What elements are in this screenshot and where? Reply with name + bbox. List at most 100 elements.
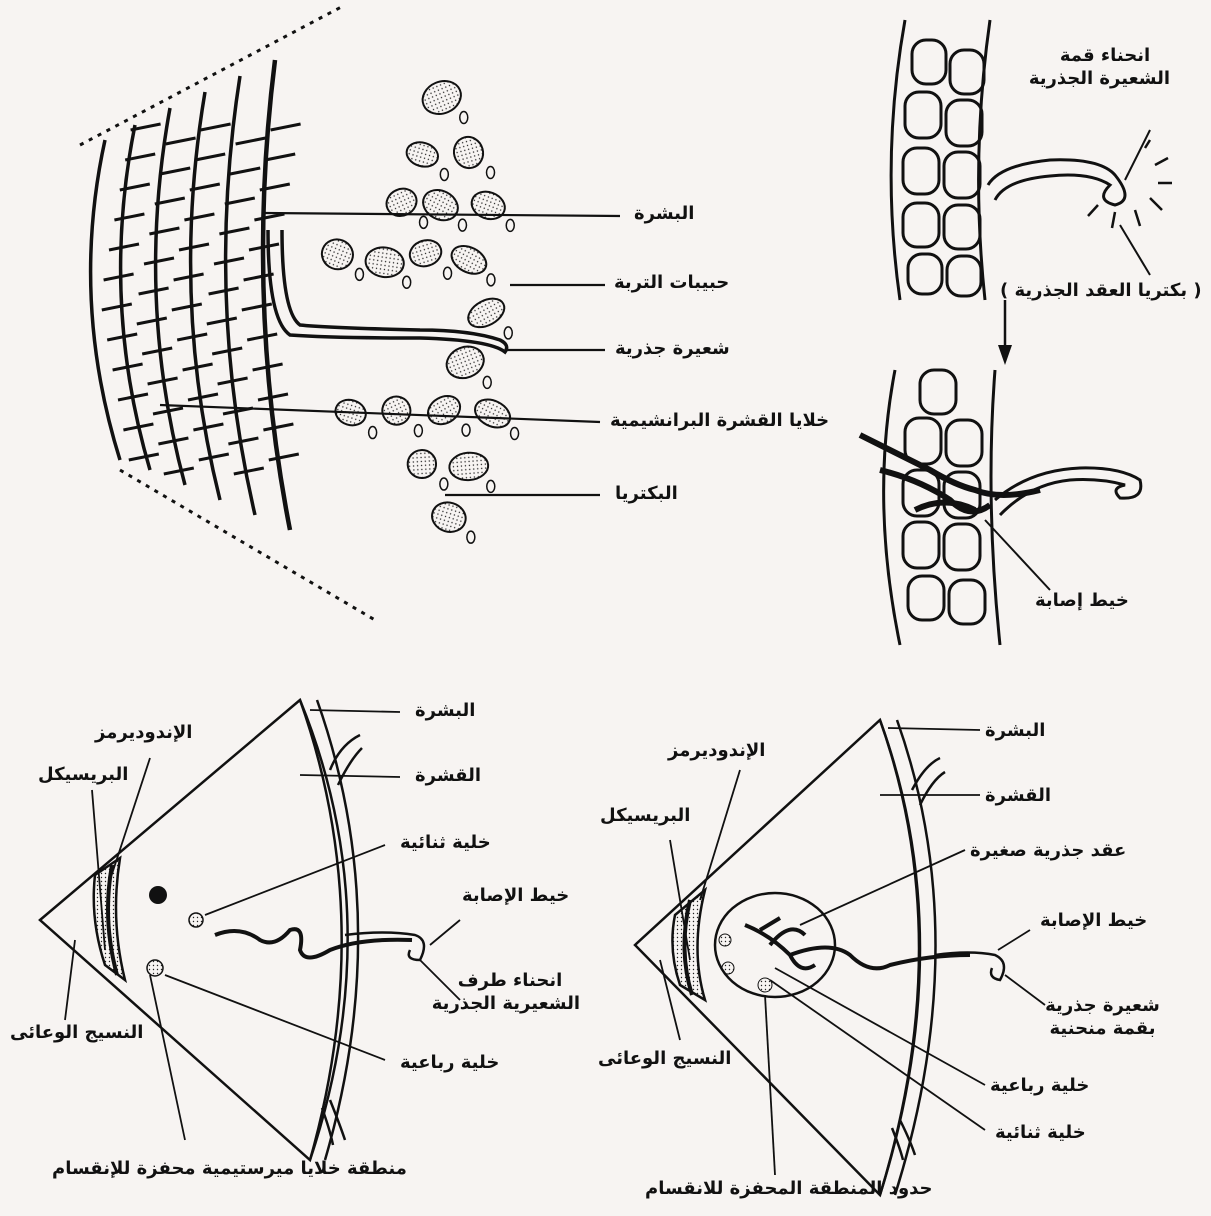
label-diploid-d: خلية ثنائية bbox=[995, 1122, 1086, 1145]
label-pericycle-d: البريسيكل bbox=[600, 805, 690, 828]
soil-particle bbox=[317, 235, 357, 274]
cell-wall bbox=[174, 274, 204, 280]
soil-particle bbox=[470, 394, 514, 433]
label-curl-b-line1: انحناء قمة bbox=[1040, 45, 1170, 68]
label-epidermis-d: البشرة bbox=[985, 720, 1045, 743]
label-curl-b: انحناء قمة الشعيرة الجذرية bbox=[1040, 45, 1170, 90]
label-epidermis-a: البشرة bbox=[634, 203, 694, 226]
bacterium bbox=[483, 376, 491, 388]
label-hair-d-line2: بقمة منحنية bbox=[1040, 1018, 1165, 1041]
cell-wall bbox=[258, 394, 288, 400]
bacterium bbox=[511, 428, 519, 440]
soil-particle bbox=[418, 75, 466, 119]
bacterium bbox=[487, 480, 495, 492]
label-vascular-d: النسيج الوعائى bbox=[598, 1048, 731, 1071]
cell-wall bbox=[201, 124, 231, 130]
bacterium bbox=[506, 219, 514, 231]
cell-wall bbox=[129, 454, 159, 460]
label-curl-c-line1: انحناء طرف bbox=[440, 970, 580, 993]
bacterium bbox=[487, 167, 495, 179]
cell-wall bbox=[242, 304, 272, 310]
label-endodermis-c: الإندوديرمز bbox=[95, 722, 192, 745]
label-tetraploid-c: خلية رباعية bbox=[400, 1052, 499, 1075]
cell-wall bbox=[139, 288, 169, 294]
bacterium bbox=[504, 327, 512, 339]
label-rhizobia: ( بكتريا العقد الجذرية ) bbox=[1000, 280, 1202, 303]
cell-wall bbox=[164, 468, 194, 474]
bacterium bbox=[460, 112, 468, 124]
label-hair-d-line1: شعيرة جذرية bbox=[1040, 995, 1165, 1018]
cell-wall bbox=[188, 394, 218, 400]
cell-wall bbox=[228, 438, 258, 444]
cell-wall bbox=[212, 348, 242, 354]
cell-wall bbox=[230, 168, 260, 174]
label-curl-c: انحناء طرف الشعيرية الجذرية bbox=[440, 970, 580, 1015]
cell-wall bbox=[209, 288, 239, 294]
cell-wall bbox=[102, 304, 132, 310]
cell-wall bbox=[271, 124, 301, 130]
label-curl-b-line2: الشعيرة الجذرية bbox=[1040, 68, 1170, 91]
cell-wall bbox=[142, 348, 172, 354]
label-vascular-c: النسيج الوعائى bbox=[10, 1022, 143, 1045]
soil-particle bbox=[468, 187, 509, 224]
bacterium bbox=[440, 168, 448, 180]
label-curl-c-line2: الشعيرية الجذرية bbox=[440, 993, 580, 1016]
cortex-cell-layers bbox=[91, 60, 290, 530]
soil-particle bbox=[423, 390, 465, 429]
bacterium bbox=[369, 427, 377, 439]
label-diploid-c: خلية ثنائية bbox=[400, 832, 491, 855]
label-cortex-cells: خلايا القشرة البرانشيمية bbox=[610, 410, 829, 433]
cell-wall bbox=[166, 138, 196, 144]
label-epidermis-c: البشرة bbox=[415, 700, 475, 723]
bacterium bbox=[440, 478, 448, 490]
cell-wall bbox=[225, 198, 255, 204]
cell-wall bbox=[172, 304, 202, 310]
soil-particle bbox=[463, 293, 509, 333]
soil-particle bbox=[407, 449, 437, 479]
panel-a-root-section bbox=[80, 5, 620, 620]
cell-wall bbox=[149, 228, 179, 234]
soil-particle bbox=[418, 184, 463, 226]
label-bacteria: البكتريا bbox=[615, 483, 678, 506]
label-infection-thread-c: خيط الإصابة bbox=[462, 885, 569, 908]
cell-wall bbox=[254, 214, 284, 220]
label-tetraploid-d: خلية رباعية bbox=[990, 1075, 1089, 1098]
label-small-nodules: عقد جذرية صغيرة bbox=[970, 840, 1126, 863]
label-meristem-zone: منطقة خلايا ميرستيمية محفزة للإنقسام bbox=[52, 1158, 407, 1181]
soil-particle bbox=[364, 245, 406, 280]
bacterium bbox=[355, 268, 363, 280]
cell-wall bbox=[219, 228, 249, 234]
soil-particle bbox=[428, 498, 469, 536]
label-infection-thread-d: خيط الإصابة bbox=[1040, 910, 1147, 933]
label-cortex-d: القشرة bbox=[985, 785, 1051, 808]
label-root-hair-a: شعيرة جذرية bbox=[615, 338, 730, 361]
soil-particle bbox=[450, 134, 486, 172]
soil-particle bbox=[447, 240, 491, 279]
bacterium bbox=[487, 274, 495, 286]
cell-wall bbox=[144, 258, 174, 264]
soil-particle bbox=[407, 236, 445, 270]
cell-wall bbox=[104, 274, 134, 280]
cell-wall bbox=[236, 138, 266, 144]
soil-particle bbox=[442, 341, 488, 383]
soil-particle bbox=[448, 451, 489, 481]
panel-d-section bbox=[635, 720, 1045, 1195]
bacterium bbox=[444, 267, 452, 279]
cell-wall bbox=[114, 214, 144, 220]
label-cortex-c: القشرة bbox=[415, 765, 481, 788]
bacterium bbox=[403, 276, 411, 288]
label-soil-particles: حبيبات التربة bbox=[614, 272, 729, 295]
cell-wall bbox=[263, 424, 293, 430]
cell-wall bbox=[214, 258, 244, 264]
label-infection-thread-b: خيط إصابة bbox=[1035, 590, 1129, 613]
bacterium bbox=[467, 531, 475, 543]
cell-wall bbox=[137, 318, 167, 324]
cell-wall bbox=[179, 244, 209, 250]
label-hair-d: شعيرة جذرية بقمة منحنية bbox=[1040, 995, 1165, 1040]
soil-particles bbox=[317, 75, 518, 543]
label-endodermis-d: الإندوديرمز bbox=[668, 740, 765, 763]
cell-wall bbox=[195, 154, 225, 160]
cell-wall bbox=[109, 244, 139, 250]
bacteria-rays bbox=[1088, 140, 1172, 228]
